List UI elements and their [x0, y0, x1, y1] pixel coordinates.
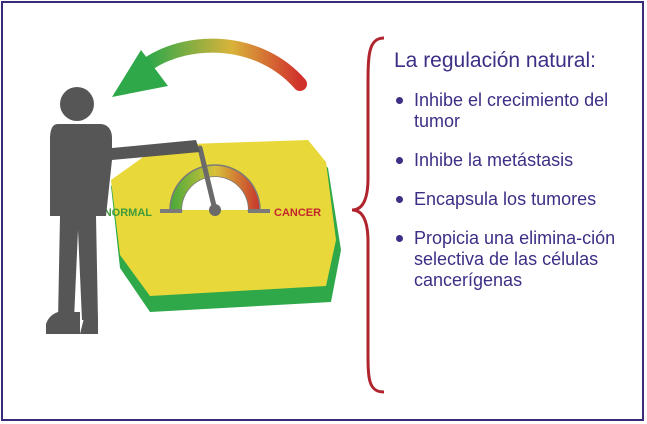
bullet-icon: [396, 235, 403, 242]
bullet-icon: [396, 196, 403, 203]
panel-title: La regulación natural:: [394, 49, 596, 72]
bullet-icon: [396, 97, 403, 104]
benefit-text: Encapsula los tumores: [414, 189, 597, 209]
regulator-panel: [111, 140, 341, 312]
cancer-label: CANCER: [274, 207, 321, 219]
curved-arrow-icon: [112, 38, 307, 97]
benefits-list: Inhibe el crecimiento del tumor Inhibe l…: [394, 90, 634, 291]
benefit-item: Propicia una elimina-ción selectiva de l…: [394, 228, 634, 291]
person-figure: [46, 87, 200, 334]
benefit-item: Inhibe la metástasis: [394, 150, 634, 171]
benefit-text: Inhibe la metástasis: [414, 150, 574, 170]
benefit-item: Encapsula los tumores: [394, 189, 634, 210]
bullet-icon: [396, 157, 403, 164]
curly-brace: [351, 36, 385, 394]
gauge-dial: NORMAL CANCER: [104, 145, 321, 219]
regulation-panel: La regulación natural: Inhibe el crecimi…: [394, 48, 634, 309]
benefit-item: Inhibe el crecimiento del tumor: [394, 90, 634, 132]
normal-label: NORMAL: [104, 207, 153, 219]
benefit-text: Inhibe el crecimiento del tumor: [414, 90, 609, 131]
benefit-text: Propicia una elimina-ción selectiva de l…: [414, 228, 616, 290]
